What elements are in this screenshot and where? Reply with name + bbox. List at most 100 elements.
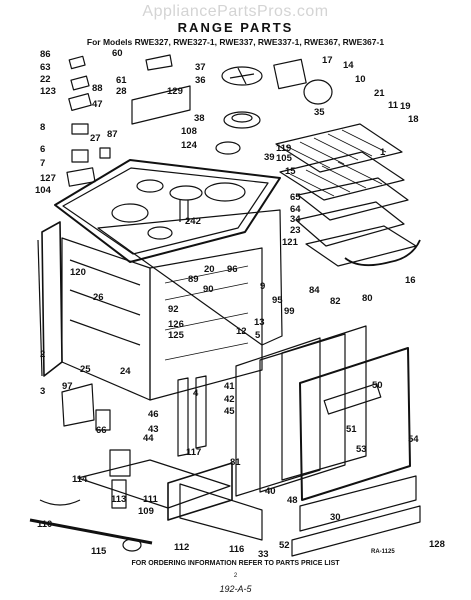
part-number-label: 33 [258, 549, 269, 560]
door-outer-panel [299, 347, 411, 501]
part-number-label: 2 [40, 349, 45, 360]
part-number-label: 13 [254, 317, 265, 328]
door-glass-frame [259, 333, 346, 493]
part-number-label: 54 [408, 434, 419, 445]
cabinet-back [97, 209, 283, 346]
part-number-label: 39 [264, 152, 275, 163]
part-number-label: 42 [224, 394, 235, 405]
part-number-label: 109 [138, 506, 154, 517]
part-number-label: 8 [40, 122, 45, 133]
part-number-label: 34 [290, 214, 301, 225]
part-number-label: 119 [276, 143, 291, 154]
infinite-switch [221, 66, 263, 86]
burner-rear-left [136, 179, 164, 193]
part-number-label: 40 [265, 486, 276, 497]
clock-timer [273, 58, 307, 90]
part-number-label: 12 [236, 326, 247, 337]
door-gasket [235, 337, 321, 497]
part-number-label: 120 [70, 267, 86, 278]
part-number-label: 128 [429, 539, 445, 550]
part-number-label: 5 [255, 330, 261, 341]
part-number-label: 52 [279, 540, 290, 551]
page-number: 2 [233, 573, 238, 579]
part-number-label: 124 [181, 140, 198, 151]
part-number-label: 87 [107, 129, 118, 140]
part-number-label: 99 [284, 306, 295, 317]
part-number-label: 104 [35, 185, 52, 196]
part-number-label: 16 [405, 275, 416, 286]
oven-liner [149, 247, 263, 401]
part-number-label: 64 [290, 204, 301, 215]
part-number-label: 4 [193, 388, 199, 399]
part-number-label: 41 [224, 381, 235, 392]
part-number-label: 84 [309, 285, 320, 296]
part-number-label: 37 [195, 62, 206, 73]
part-number-label: 60 [112, 48, 123, 59]
part-number-label: 90 [203, 284, 214, 295]
part-number-label: 22 [40, 74, 51, 85]
part-number-label: 7 [40, 158, 45, 169]
bake-element [295, 201, 405, 247]
part-number-label: 66 [96, 425, 107, 436]
burner-front [147, 226, 173, 240]
part-number-label: 65 [290, 192, 301, 203]
part-number-label: 35 [314, 107, 325, 118]
part-number-label: 121 [282, 237, 299, 248]
part-number-label: 88 [92, 83, 103, 94]
part-number-label: 51 [346, 424, 357, 435]
trim-strip [291, 505, 421, 557]
broil-element [297, 177, 409, 221]
part-number-label: 17 [322, 55, 333, 66]
part-number-label: 63 [40, 62, 51, 73]
part-number-label: 11 [388, 100, 399, 111]
handwritten-note: 192-A-5 [219, 584, 252, 594]
cooktop [54, 159, 281, 263]
diagram-reference-code: RA-1125 [371, 549, 395, 555]
part-number-label: 61 [116, 75, 127, 86]
part-number-label: 96 [227, 264, 238, 275]
part-number-label: 92 [168, 304, 179, 315]
part-number-label: 6 [40, 144, 45, 155]
part-number-label: 30 [330, 512, 341, 523]
part-number-label: 14 [343, 60, 354, 71]
part-number-label: 115 [91, 546, 107, 557]
fan-motor [303, 79, 333, 105]
burner-center [169, 185, 203, 201]
part-number-label: 19 [400, 101, 411, 112]
drawer-front [167, 462, 233, 521]
diagram-subtitle: For Models RWE327, RWE327-1, RWE337, RWE… [86, 37, 385, 47]
part-number-label: 45 [224, 406, 235, 417]
watermark: AppliancePartsPros.com [142, 3, 329, 20]
part-number-label: 111 [143, 494, 159, 505]
part-number-label: 48 [287, 495, 298, 506]
door-inner-panel [281, 325, 367, 481]
part-number-label: 10 [355, 74, 366, 85]
part-number-label: 125 [168, 330, 185, 341]
part-number-label: 21 [374, 88, 385, 99]
part-number-label: 80 [362, 293, 373, 304]
part-number-label: 47 [92, 99, 103, 110]
drawer-bottom [77, 459, 231, 509]
drawer-panel [179, 483, 263, 541]
part-number-label: 50 [372, 380, 383, 391]
part-number-label: 46 [148, 409, 159, 420]
part-number-label: 27 [90, 133, 101, 144]
part-number-label: 112 [174, 542, 189, 553]
diagram-title: RANGE PARTS [177, 20, 294, 35]
part-number-label: 97 [62, 381, 73, 392]
burner-rear-right [204, 182, 246, 202]
part-number-label: 110 [37, 519, 52, 530]
oven-rack-lower [279, 151, 405, 201]
cooktop-rim [62, 167, 269, 255]
part-number-label: 89 [188, 274, 199, 285]
part-number-label: 242 [185, 216, 201, 227]
hinge-left [177, 377, 189, 457]
part-number-label: 15 [285, 166, 296, 177]
part-number-label: 44 [143, 433, 154, 444]
part-number-label: 113 [111, 494, 126, 505]
part-number-label: 129 [167, 86, 183, 97]
part-number-label: 43 [148, 424, 159, 435]
part-number-label: 95 [272, 295, 283, 306]
